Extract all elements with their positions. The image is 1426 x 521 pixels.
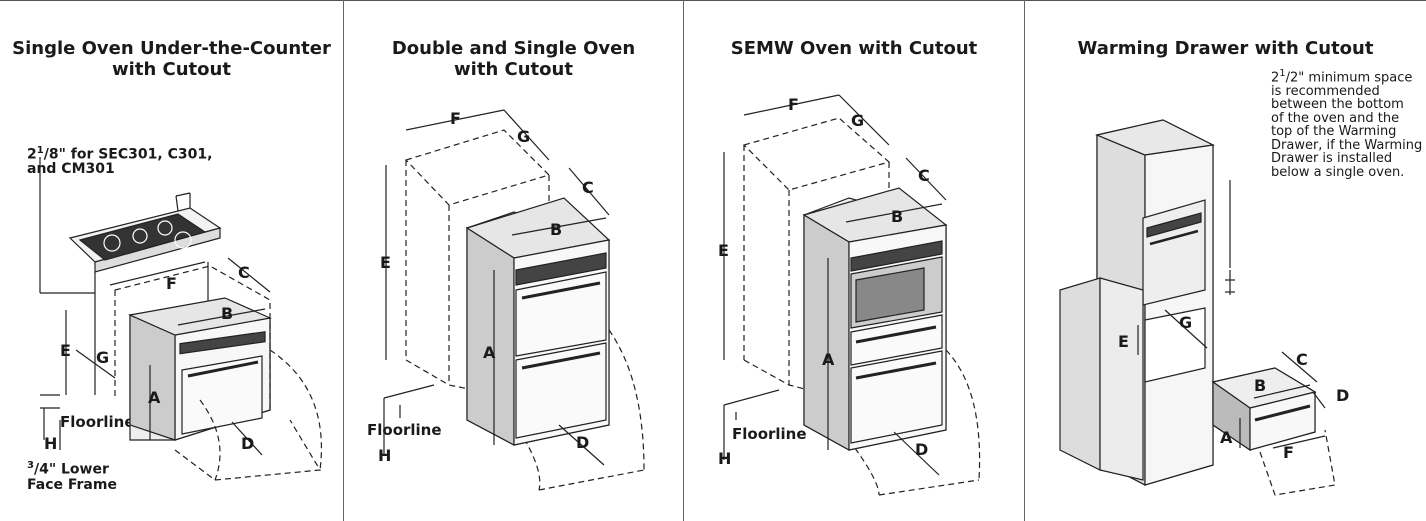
note-text: /2" minimum space	[1285, 70, 1413, 86]
panel-title-line: Single Oven Under-the-Counter	[12, 38, 331, 59]
dim-label-h: H	[718, 449, 731, 468]
note-number: 2	[27, 146, 37, 163]
dim-label-c: C	[238, 263, 250, 282]
warming-drawer-drawing: A B C D E F G	[1059, 119, 1349, 496]
dim-label-g: G	[851, 111, 864, 130]
panel-divider	[1024, 0, 1025, 521]
dim-label-d: D	[915, 440, 928, 459]
note-sec301: 21/8" for SEC301, C301, and CM301	[27, 144, 212, 176]
panel-divider	[343, 0, 344, 521]
note-text: of the oven and the	[1271, 110, 1400, 126]
semw-oven-drawing: A B C D E F G H	[718, 94, 981, 496]
dim-label-a: A	[148, 388, 161, 407]
dim-label-e: E	[1118, 332, 1129, 351]
panel-title-line: with Cutout	[454, 59, 573, 80]
dim-label-h: H	[44, 434, 57, 453]
note-text: Face Frame	[27, 476, 117, 493]
note-text: /8" for SEC301, C301,	[43, 146, 213, 163]
note-text: is recommended	[1271, 83, 1380, 99]
top-rule	[0, 0, 1426, 1]
dim-label-f: F	[450, 109, 461, 128]
note-fraction-num: 1	[1279, 68, 1286, 79]
dim-label-e: E	[60, 341, 71, 360]
dim-label-f: F	[1283, 443, 1294, 462]
panel-single-oven-under-counter: Single Oven Under-the-Counter with Cutou…	[0, 0, 343, 521]
panel-warming-drawer: Warming Drawer with Cutout 21/2" minimum…	[1025, 0, 1426, 521]
oven-under-counter-drawing: A B C D E F G H	[39, 157, 323, 481]
note-lower-face-frame: 3/4" Lower Face Frame	[27, 458, 117, 493]
note-text: and CM301	[27, 160, 115, 177]
floorline-label: Floorline	[367, 421, 442, 439]
panel-title-line: Double and Single Oven	[391, 38, 636, 59]
note-number: 2	[1271, 70, 1280, 86]
dim-label-a: A	[483, 343, 496, 362]
panel-double-single-oven: Double and Single Oven with Cutout Floor…	[344, 0, 683, 521]
panel-title-line: Warming Drawer with Cutout	[1077, 38, 1374, 59]
dim-label-c: C	[582, 178, 594, 197]
panel-title: Single Oven Under-the-Counter with Cutou…	[0, 38, 343, 80]
note-fraction-num: 3	[27, 460, 34, 471]
panel-title: Warming Drawer with Cutout	[1025, 38, 1426, 59]
dim-label-d: D	[241, 434, 254, 453]
dim-label-g: G	[1179, 313, 1192, 332]
dim-label-d: D	[576, 433, 589, 452]
dim-label-d: D	[1336, 386, 1349, 405]
panel-title: Double and Single Oven with Cutout	[344, 38, 683, 80]
dim-label-b: B	[1254, 376, 1266, 395]
note-text: Drawer is installed	[1271, 151, 1393, 167]
note-text: top of the Warming	[1271, 124, 1397, 140]
dim-label-c: C	[918, 166, 930, 185]
note-minimum-space: 21/2" minimum space is recommended betwe…	[1271, 67, 1422, 179]
panel-divider	[683, 0, 684, 521]
dim-label-f: F	[788, 95, 799, 114]
dim-label-a: A	[1220, 428, 1233, 447]
note-text: Drawer, if the Warming	[1271, 137, 1423, 153]
floorline-label: Floorline	[60, 413, 135, 431]
dim-label-a: A	[822, 350, 835, 369]
double-oven-drawing: A B C D E F G H	[378, 109, 645, 491]
dim-label-b: B	[221, 304, 233, 323]
dim-label-e: E	[380, 253, 391, 272]
note-text: below a single oven.	[1271, 164, 1405, 180]
panel-title-line: SEMW Oven with Cutout	[730, 38, 978, 59]
panel-title: SEMW Oven with Cutout	[684, 38, 1024, 59]
note-text: between the bottom	[1271, 97, 1404, 113]
note-text: /4" Lower	[33, 461, 109, 478]
dim-label-c: C	[1296, 350, 1308, 369]
dim-label-b: B	[550, 220, 562, 239]
panel-semw-oven: SEMW Oven with Cutout Floorline	[684, 0, 1024, 521]
floorline-label: Floorline	[732, 425, 807, 443]
panel-title-line: with Cutout	[112, 59, 231, 80]
dim-label-b: B	[891, 207, 903, 226]
dim-label-h: H	[378, 446, 391, 465]
note-fraction-num: 1	[36, 145, 44, 156]
dim-label-g: G	[96, 348, 109, 367]
dim-label-g: G	[517, 127, 530, 146]
dim-label-f: F	[166, 274, 177, 293]
dim-label-e: E	[718, 241, 729, 260]
